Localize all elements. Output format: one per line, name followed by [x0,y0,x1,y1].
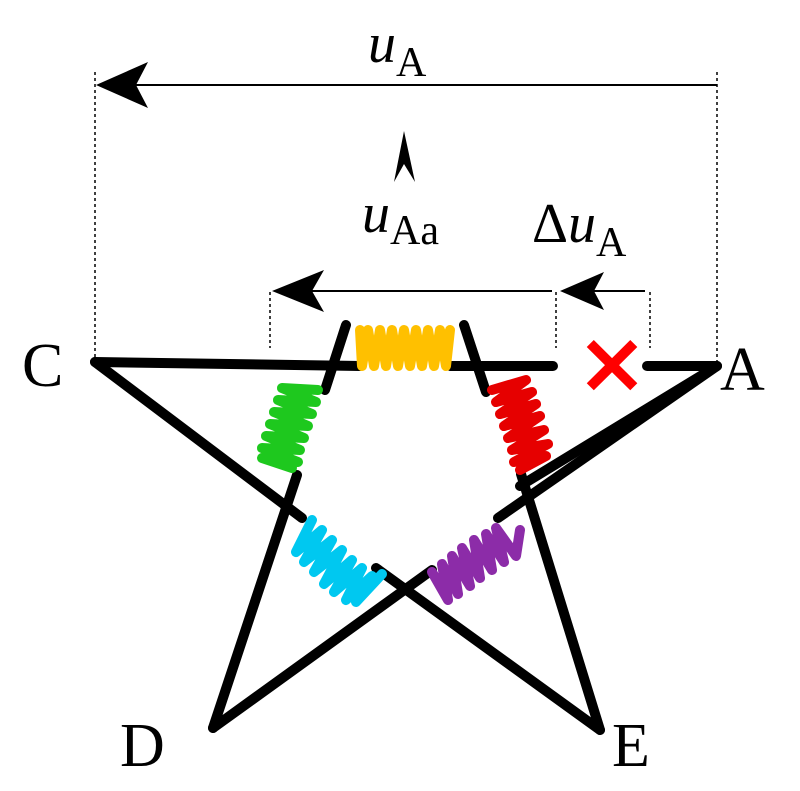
wire-c-to-cyan [90,357,307,523]
wire-d-to-purple [208,565,437,733]
green-coil [257,383,323,473]
node-e-label: E [612,712,650,780]
delta-uA-arrowhead [560,272,604,310]
uA-label: uA [368,13,427,86]
wire-yellow-to-green [320,320,351,395]
wire-e-to-red [516,469,605,735]
red-coil [487,375,553,475]
wire-yellow-to-red [459,320,491,397]
node-c-label: C [22,332,63,400]
wire-c-to-yellow [90,357,365,371]
uAa-horizontal-arrowhead [272,270,324,312]
cyan-coil [291,515,387,607]
wire-e-to-cyan [371,563,605,735]
node-d-label: D [120,712,165,780]
uA-arrowhead [96,62,148,108]
uAa-arrowhead [394,131,415,182]
yellow-coil [355,325,455,371]
wire-a-to-purple [493,361,722,523]
purple-coil [427,523,525,605]
uAa-label: uAa [362,183,439,254]
wire-d-to-green [208,470,302,733]
delta-uA-label: ΔuA [532,193,627,266]
fault-cross-icon: × [576,313,648,413]
node-a-label: A [720,336,765,404]
